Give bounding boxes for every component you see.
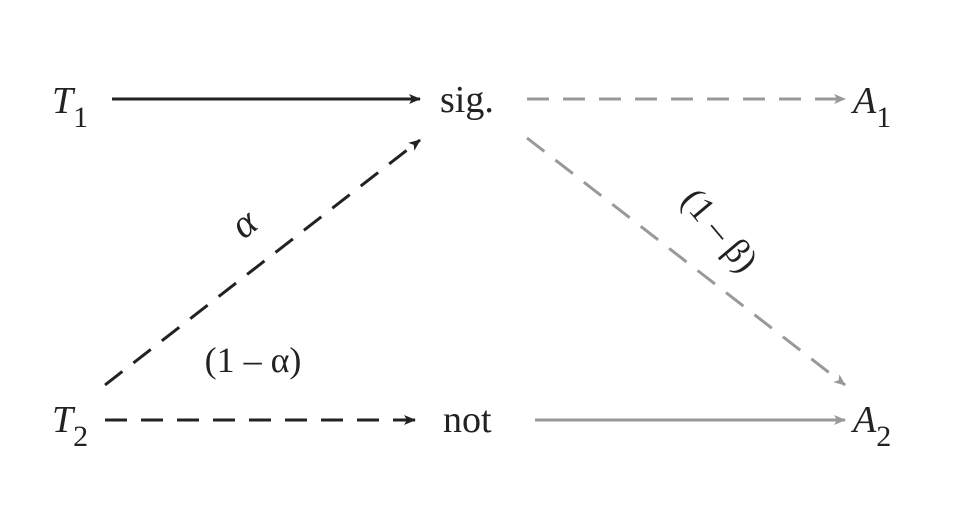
label-alpha: α <box>221 198 266 247</box>
node-not: not <box>443 399 492 441</box>
node-a2: A2 <box>850 399 891 453</box>
node-sig: sig. <box>440 79 494 121</box>
label-one-minus-beta: (1 – β) <box>674 180 767 279</box>
label-one-minus-alpha: (1 – α) <box>205 340 302 380</box>
node-t2: T2 <box>52 399 88 453</box>
edge-sig-a2 <box>526 136 846 387</box>
edge-t2-sig <box>104 138 421 387</box>
node-t1: T1 <box>52 80 88 134</box>
node-a1: A1 <box>850 80 891 134</box>
